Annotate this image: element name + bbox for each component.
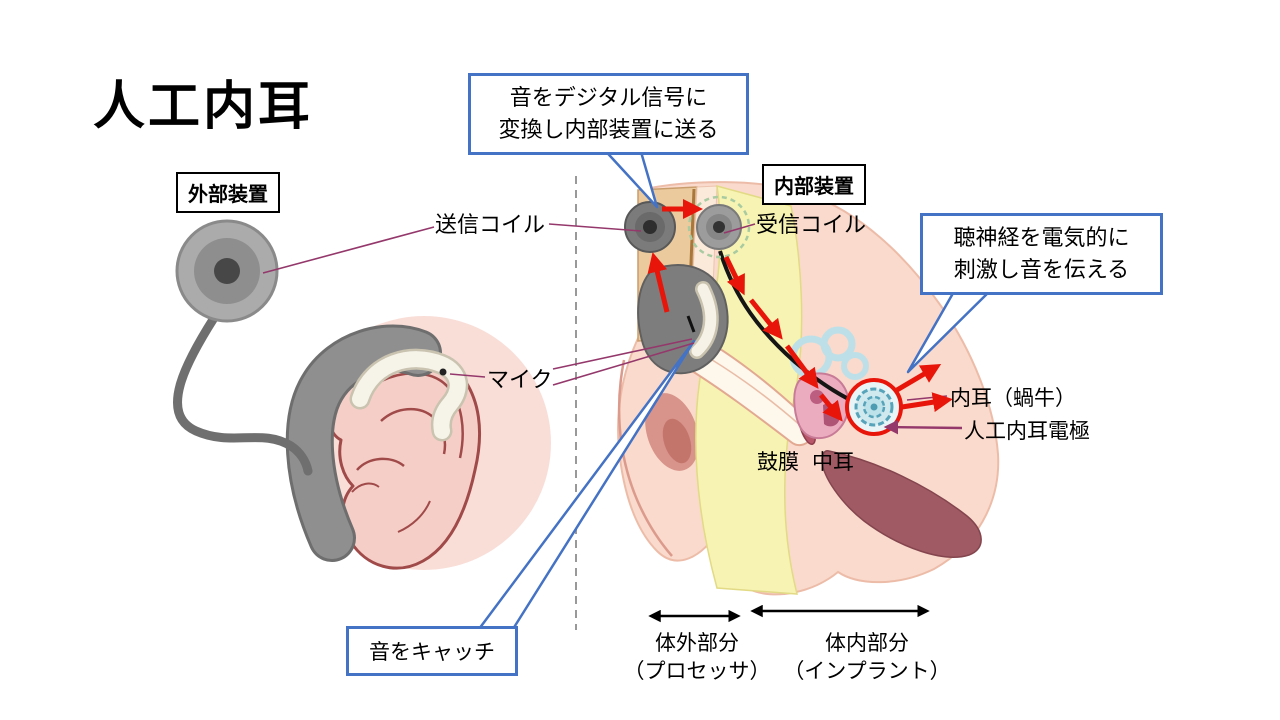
label-eardrum: 鼓膜 — [757, 451, 799, 474]
callout-auditory-nerve: 聴神経を電気的に 刺激し音を伝える — [920, 213, 1163, 295]
transmit-coil-on-scalp — [624, 201, 676, 253]
eustachian-tube — [821, 450, 982, 558]
ear-canal — [682, 328, 813, 447]
label-inner-ear: 内耳（蝸牛） — [950, 387, 1076, 410]
connector-lines — [262, 223, 963, 435]
external-device-label: 外部装置 — [176, 172, 280, 213]
label-transmit-coil: 送信コイル — [435, 212, 546, 237]
mic-port-dot — [439, 368, 447, 376]
callout-digital-signal: 音をデジタル信号に 変換し内部装置に送る — [468, 73, 749, 155]
label-middle-ear: 中耳 — [812, 451, 854, 474]
callout-catch-sound: 音をキャッチ — [346, 626, 518, 676]
label-microphone: マイク — [487, 367, 553, 392]
headpiece-coil — [173, 219, 313, 476]
label-internal-part: 体内部分 （インプラント） — [783, 632, 951, 684]
label-electrode: 人工内耳電極 — [964, 420, 1090, 443]
signal-arrows — [647, 199, 953, 422]
measure-arrows — [648, 604, 930, 623]
label-receive-coil: 受信コイル — [756, 212, 867, 237]
electrode-pointer-arrow — [883, 419, 963, 435]
label-external-part: 体外部分 （プロセッサ） — [623, 632, 771, 684]
receive-coil-implant — [687, 195, 751, 259]
internal-device-label: 内部装置 — [762, 164, 866, 205]
page-title: 人工内耳 — [93, 78, 314, 136]
coil-cable — [173, 313, 313, 476]
